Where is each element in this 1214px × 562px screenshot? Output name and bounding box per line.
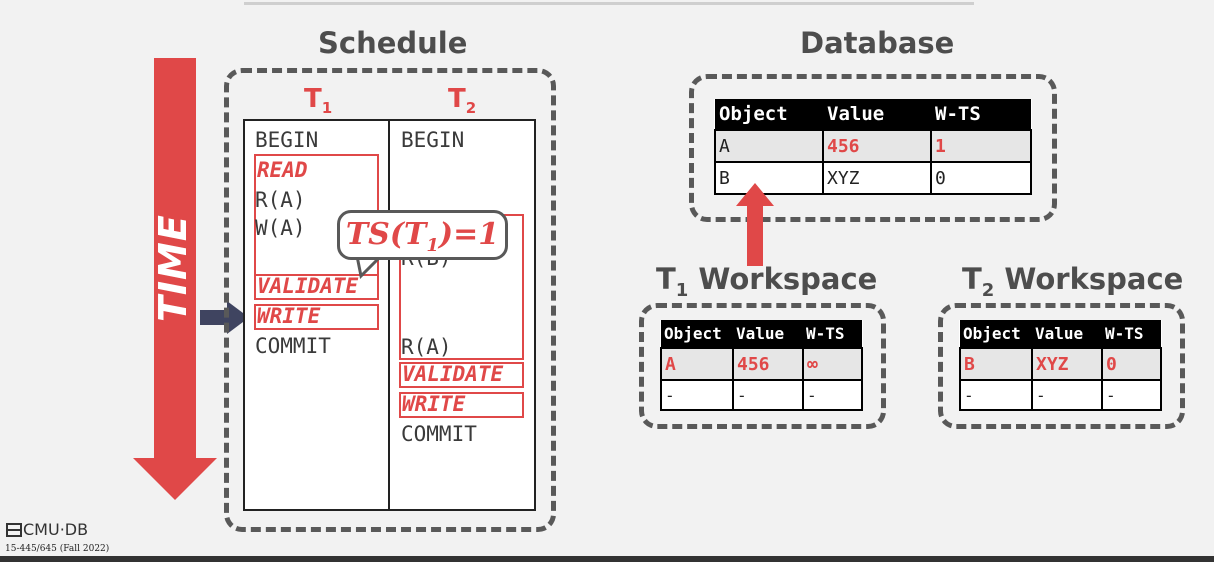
t2-commit: COMMIT [401,422,477,446]
top-divider [244,2,974,5]
t2-write-phase: WRITE [402,392,466,416]
t1-header-wts: W-TS [803,320,862,348]
t2-validate: VALIDATE [402,362,504,386]
t1-cell: - [802,379,863,411]
t2-cell: B [959,347,1033,381]
time-arrow [133,58,217,500]
db-cell: A [714,129,824,163]
t1-workspace-heading: T1 Workspace [656,262,878,301]
schedule-column-divider [388,119,390,511]
t2-header-object: Object [960,320,1032,348]
t1-write-a: W(A) [255,216,306,240]
db-cell: 1 [930,129,1032,163]
t2-workspace-table: Object Value W-TS B XYZ 0 - - - [959,320,1162,411]
t1-write-phase: WRITE [257,304,321,328]
t2-workspace-heading: T2 Workspace [962,262,1184,301]
cmu-db-logo: CMU·DB [23,520,89,539]
t1-cell: - [660,379,734,411]
install-arrow-icon [736,183,774,266]
t2-validate-box [399,362,524,388]
t2-workspace-frame [938,303,1185,429]
cmu-db-logo-icon [6,523,22,537]
t2-header-wts: W-TS [1102,320,1161,348]
time-label: TIME [151,214,195,322]
t1-cell: - [732,379,804,411]
t1-workspace-frame [639,303,886,429]
database-frame [689,74,1057,222]
db-cell: 456 [822,129,932,163]
t2-write-box [399,392,524,418]
timestamp-callout: TS(T1)=1 [337,210,508,260]
schedule-heading: Schedule [318,26,468,60]
db-cell: XYZ [822,161,932,195]
t1-commit: COMMIT [255,334,331,358]
t1-validate: VALIDATE [257,274,359,298]
t1-header-value: Value [733,320,803,348]
t1-begin: BEGIN [255,128,319,152]
t2-cell: 0 [1101,347,1162,381]
table-row: A 456 1 [714,129,1032,163]
t1-header: T1 [304,84,333,118]
t2-cell: - [1101,379,1162,411]
table-row: B XYZ 0 [959,347,1162,381]
course-label: 15-445/645 (Fall 2022) [5,544,110,554]
table-row: A 456 ∞ [660,347,863,381]
t2-header-value: Value [1032,320,1102,348]
t1-read-a: R(A) [255,188,306,212]
table-row: - - - [660,379,863,411]
current-step-arrow-icon [200,301,249,334]
t2-header: T2 [448,84,477,118]
database-table: Object Value W-TS A 456 1 B XYZ 0 [714,99,1032,195]
db-cell: 0 [930,161,1032,195]
t1-workspace-table: Object Value W-TS A 456 ∞ - - - [660,320,863,411]
t2-cell: XYZ [1031,347,1103,381]
t1-header-object: Object [661,320,733,348]
database-heading: Database [800,26,955,60]
t2-read-a: R(A) [401,335,452,359]
t1-cell: ∞ [802,347,863,381]
bottom-bar [0,556,1214,562]
db-cell: B [714,161,824,195]
t1-validate-box [254,274,379,300]
db-header-value: Value [823,99,931,130]
table-row: - - - [959,379,1162,411]
t2-cell: - [1031,379,1103,411]
t1-cell: 456 [732,347,804,381]
t1-read-phase-label: READ [257,158,308,182]
db-header-wts: W-TS [931,99,1031,130]
db-header-object: Object [715,99,823,130]
t1-write-box [254,304,379,330]
t2-begin: BEGIN [401,128,465,152]
t1-cell: A [660,347,734,381]
table-row: B XYZ 0 [714,161,1032,195]
schedule-frame [224,68,556,532]
t2-cell: - [959,379,1033,411]
